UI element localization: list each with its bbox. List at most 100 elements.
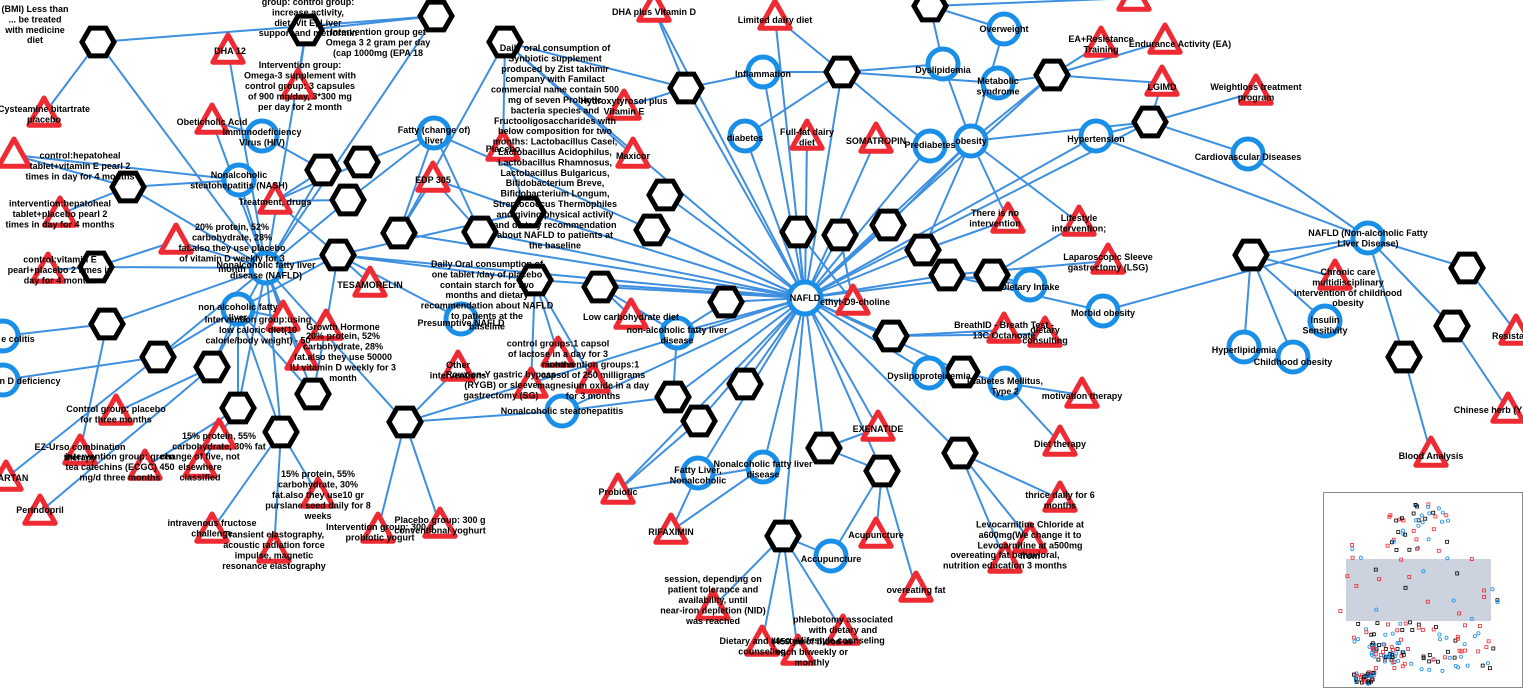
condition-node-circle[interactable]: [745, 54, 781, 90]
intervention-node-triangle[interactable]: [194, 511, 230, 544]
condition-node-circle[interactable]: [1275, 339, 1311, 375]
intervention-node-triangle[interactable]: [825, 613, 861, 646]
intervention-node-triangle[interactable]: [257, 182, 293, 215]
intervention-node-triangle[interactable]: [987, 541, 1023, 574]
study-node-hexagon[interactable]: [941, 436, 979, 470]
study-node-hexagon[interactable]: [973, 258, 1011, 292]
intervention-node-triangle[interactable]: [308, 308, 344, 341]
study-node-hexagon[interactable]: [294, 377, 332, 411]
study-node-hexagon[interactable]: [911, 0, 949, 23]
intervention-node-triangle[interactable]: [98, 393, 134, 426]
condition-node-circle[interactable]: [1085, 293, 1121, 329]
intervention-node-triangle[interactable]: [600, 472, 636, 505]
study-node-hexagon[interactable]: [633, 213, 671, 247]
study-node-hexagon[interactable]: [1385, 340, 1423, 374]
study-node-hexagon[interactable]: [287, 13, 325, 47]
intervention-node-triangle[interactable]: [1116, 0, 1152, 12]
intervention-node-triangle[interactable]: [42, 195, 78, 228]
condition-node-circle[interactable]: [1012, 267, 1048, 303]
intervention-node-triangle[interactable]: [613, 297, 649, 330]
intervention-node-triangle[interactable]: [1147, 22, 1183, 55]
condition-node-circle[interactable]: [220, 291, 256, 327]
intervention-node-triangle[interactable]: [194, 102, 230, 135]
intervention-node-triangle[interactable]: [858, 121, 894, 154]
condition-node-circle[interactable]: [443, 301, 479, 337]
intervention-node-triangle[interactable]: [1027, 315, 1063, 348]
study-node-hexagon[interactable]: [581, 270, 619, 304]
intervention-node-triangle[interactable]: [695, 588, 731, 621]
intervention-node-triangle[interactable]: [1012, 521, 1048, 554]
condition-node-circle[interactable]: [659, 315, 695, 351]
condition-node-circle[interactable]: [727, 118, 763, 154]
intervention-node-triangle[interactable]: [744, 624, 780, 657]
condition-node-circle[interactable]: [953, 123, 989, 159]
study-node-hexagon[interactable]: [319, 238, 357, 272]
study-node-hexagon[interactable]: [1232, 238, 1270, 272]
condition-node-circle[interactable]: [980, 65, 1016, 101]
intervention-node-triangle[interactable]: [1042, 424, 1078, 457]
intervention-node-triangle[interactable]: [415, 160, 451, 193]
intervention-node-triangle[interactable]: [860, 409, 896, 442]
condition-node-circle[interactable]: [544, 393, 580, 429]
intervention-node-triangle[interactable]: [0, 459, 24, 492]
intervention-node-triangle[interactable]: [653, 512, 689, 545]
intervention-node-triangle[interactable]: [256, 531, 292, 564]
study-node-hexagon[interactable]: [823, 55, 861, 89]
condition-node-circle[interactable]: [1350, 220, 1386, 256]
study-node-hexagon[interactable]: [680, 404, 718, 438]
condition-node-circle[interactable]: [911, 355, 947, 391]
condition-node-circle[interactable]: [0, 362, 21, 398]
study-node-hexagon[interactable]: [654, 380, 692, 414]
study-node-hexagon[interactable]: [139, 340, 177, 374]
intervention-node-triangle[interactable]: [835, 283, 871, 316]
intervention-node-triangle[interactable]: [422, 506, 458, 539]
intervention-node-triangle[interactable]: [1490, 391, 1523, 424]
intervention-node-triangle[interactable]: [1061, 204, 1097, 237]
condition-node-circle[interactable]: [1078, 118, 1114, 154]
intervention-node-triangle[interactable]: [1083, 25, 1119, 58]
intervention-node-triangle[interactable]: [1238, 73, 1274, 106]
intervention-node-triangle[interactable]: [1042, 480, 1078, 513]
condition-node-circle[interactable]: [1230, 136, 1266, 172]
study-node-hexagon[interactable]: [304, 153, 342, 187]
intervention-node-triangle[interactable]: [440, 349, 476, 382]
study-node-hexagon[interactable]: [386, 405, 424, 439]
intervention-node-triangle[interactable]: [182, 446, 218, 479]
condition-node-circle[interactable]: [1226, 329, 1262, 365]
intervention-node-triangle[interactable]: [789, 118, 825, 151]
intervention-node-triangle[interactable]: [1064, 376, 1100, 409]
condition-node-circle[interactable]: [0, 318, 21, 354]
intervention-node-triangle[interactable]: [30, 251, 66, 284]
study-node-hexagon[interactable]: [516, 263, 554, 297]
condition-node-circle[interactable]: [745, 449, 781, 485]
study-node-hexagon[interactable]: [486, 25, 524, 59]
intervention-node-triangle[interactable]: [575, 361, 611, 394]
intervention-node-triangle[interactable]: [360, 511, 396, 544]
intervention-node-triangle[interactable]: [858, 516, 894, 549]
intervention-node-triangle[interactable]: [986, 311, 1022, 344]
condition-node-circle[interactable]: [416, 115, 452, 151]
study-node-hexagon[interactable]: [805, 431, 843, 465]
intervention-node-triangle[interactable]: [1317, 258, 1353, 291]
condition-node-circle[interactable]: [248, 250, 284, 286]
study-node-hexagon[interactable]: [1448, 251, 1486, 285]
intervention-node-triangle[interactable]: [485, 129, 521, 162]
condition-node-circle[interactable]: [786, 279, 824, 317]
study-node-hexagon[interactable]: [1433, 309, 1471, 343]
condition-node-circle[interactable]: [925, 46, 961, 82]
study-node-hexagon[interactable]: [262, 415, 300, 449]
minimap-overview[interactable]: [1324, 493, 1522, 687]
intervention-node-triangle[interactable]: [352, 265, 388, 298]
study-node-hexagon[interactable]: [904, 233, 942, 267]
condition-node-circle[interactable]: [221, 162, 257, 198]
study-node-hexagon[interactable]: [461, 215, 499, 249]
study-node-hexagon[interactable]: [1131, 105, 1169, 139]
study-node-hexagon[interactable]: [193, 350, 231, 384]
study-node-hexagon[interactable]: [928, 258, 966, 292]
study-node-hexagon[interactable]: [667, 71, 705, 105]
condition-node-circle[interactable]: [987, 365, 1023, 401]
intervention-node-triangle[interactable]: [1144, 64, 1180, 97]
study-node-hexagon[interactable]: [869, 208, 907, 242]
